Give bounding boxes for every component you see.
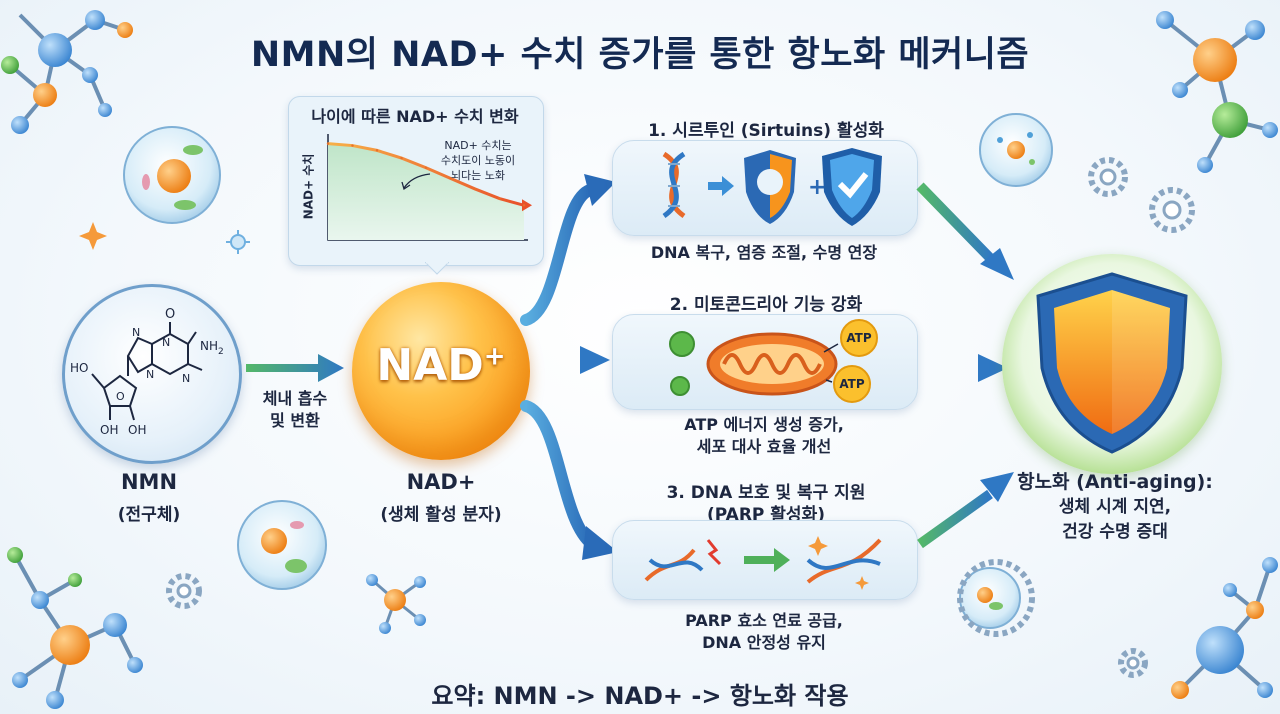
summary: 요약: NMN -> NAD+ -> 항노화 작용 [431,682,849,710]
arrow-right-icon [744,548,790,572]
svg-text:N: N [162,336,170,349]
result-arrows [916,182,1014,549]
chart-annotation-pointer [401,173,431,191]
svg-text:HO: HO [70,361,88,375]
gear-icon [166,157,1195,678]
cell-icon-bottom-right [959,567,1021,629]
chart-point [424,166,428,169]
chart-point [326,142,330,145]
section3-caption-line2: DNA 안정성 유지 [702,633,826,652]
cell-icon-top-right [979,113,1053,187]
chart-annotation: NAD+ 수치는 수치도이 노동이 뇌다는 노화 [428,138,528,183]
svg-text:OH: OH [100,423,118,437]
section2-caption-line1: ATP 에너지 생성 증가, [684,415,844,434]
section2-title: 2. 미토콘드리아 기능 강화 [669,295,863,315]
chart-point [449,177,452,180]
section3-caption-line1: PARP 효소 연료 공급, [685,611,843,630]
section2-caption-line2: 세포 대사 효율 개선 [696,437,832,456]
chart-ylabel: NAD+ 수치 [301,153,316,220]
branch-arrows [520,174,618,560]
chart-annotation-line2: 수치도이 노동이 [440,154,516,167]
chart-callout-pointer [425,262,449,275]
chart-annotation-line1: NAD+ 수치는 [444,139,512,152]
chart-point [375,149,379,152]
chart-point [498,197,501,200]
svg-text:O: O [165,307,175,322]
atp-icon [833,319,878,403]
chart-point [351,144,354,147]
chart-title: 나이에 따른 NAD+ 수치 변화 [311,107,519,126]
svg-text:O: O [116,390,125,403]
chart-point [522,204,526,207]
svg-text:N: N [182,372,190,385]
arrow-right-icon [708,176,734,196]
section1-illustration: + [662,148,882,226]
shield-check-icon [822,148,882,226]
broken-dna-icon [644,539,722,582]
svg-text:OH: OH [128,423,146,437]
sparkle-icon [79,222,107,250]
result-line2: 생체 시계 지연, [1058,497,1172,517]
absorb-label-line2: 및 변환 [270,411,320,430]
section3-illustration [644,536,882,590]
chart-point [473,187,477,191]
result-line3: 건강 수명 증대 [1062,522,1168,542]
arrow-nmn-to-nad [246,354,344,382]
nmn-sub-label: (전구체) [117,505,181,525]
section1-title: 1. 시르투인 (Sirtuins) 활성화 [648,121,884,141]
section1-caption: DNA 복구, 염증 조절, 수명 연장 [650,243,878,262]
atp-label-2: ATP [839,377,865,391]
chart-annotation-line3: 뇌다는 노화 [450,169,506,182]
mitochondria-icon [706,332,838,396]
sparkle-icon [808,536,828,556]
chart-area [328,143,524,240]
result-text: 항노화 (Anti-aging): 생체 시계 지연, 건강 수명 증대 [990,470,1240,545]
nad-sub-label: (생체 활성 분자) [380,505,502,525]
nad-sphere [352,282,530,460]
shield-dna-icon [744,150,796,224]
anti-aging-shield-icon [1036,272,1188,454]
chart-arrow-head [522,199,532,212]
nad-age-line-chart [326,134,532,241]
svg-text:NH2: NH2 [200,339,224,357]
svg-text:+: + [808,175,826,200]
absorb-label-line1: 체내 흡수 [262,389,328,408]
nmn-molecule-circle [62,284,242,464]
chart-point [400,156,403,160]
svg-text:N: N [146,368,154,381]
sparkle-icon [855,576,869,590]
section2-illustration [669,319,878,403]
virus-icon [669,331,695,396]
nad-label: NAD+ [406,470,476,494]
svg-text:N: N [132,326,140,339]
page-title: NMN의 NAD+ 수치 증가를 통한 항노화 메커니즘 [250,35,1030,75]
result-title: 항노화 (Anti-aging): [1017,471,1213,493]
nmn-molecule-structure-icon: O NH2 N N N N HO OH OH O [70,307,224,437]
nad-sphere-label: NAD+ [376,340,506,391]
virus-icon [226,230,250,254]
cell-icon-top-left [123,126,221,224]
section3-title-line1: 3. DNA 보호 및 복구 지원 [666,483,866,503]
cell-icon-bottom-left [237,500,327,590]
dna-repaired-icon [806,538,882,584]
nmn-label: NMN [120,470,178,494]
atp-label-1: ATP [846,331,872,345]
dna-icon [662,151,686,219]
